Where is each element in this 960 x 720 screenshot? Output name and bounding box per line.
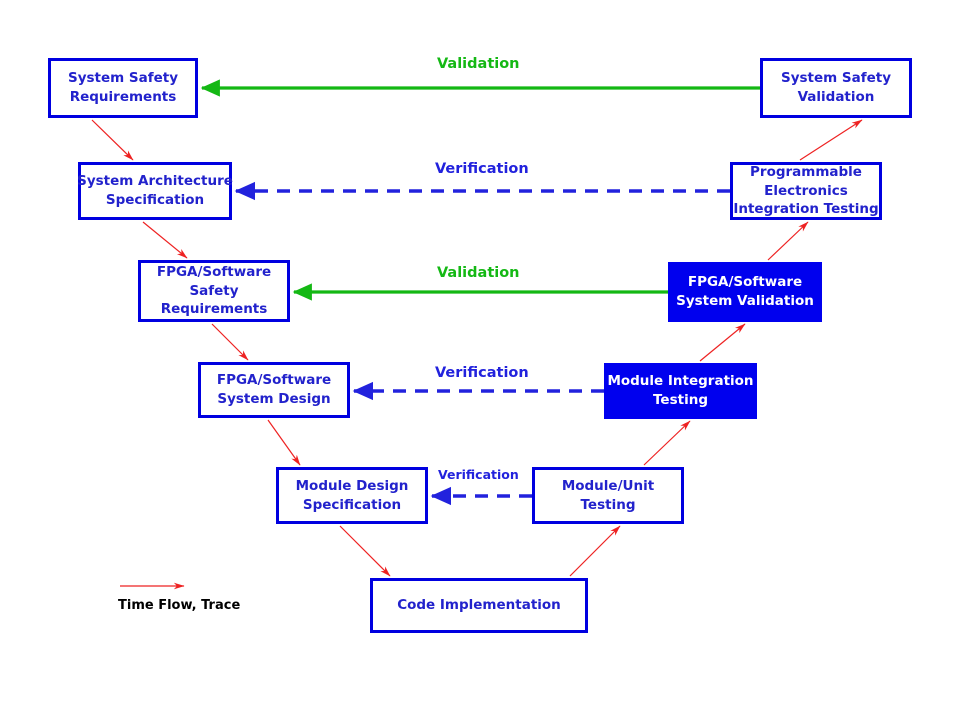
trace-ssr-to-sas [91,119,134,161]
validation-connectors [200,79,760,301]
trace-mit-to-fsv [699,323,746,362]
node-label-line: Code Implementation [397,597,561,614]
node-label-line: Validation [797,89,875,105]
trace-mut-to-mit [643,420,691,466]
trace-connectors [91,119,863,577]
edge-label-validation-top: Validation [437,56,520,72]
node-label-line: Programmable [750,164,862,181]
edge-label-verification-middle: Verification [435,365,529,381]
node-label-line: FPGA/Software [687,274,803,291]
node-label-line: System Design [217,391,331,407]
edge-label-verification-lower: Verification [438,467,519,482]
node-label-line: Testing [580,496,636,513]
node-label-line: FPGA/Software [156,264,272,281]
node-label-line: FPGA/Software [216,372,332,389]
edge-label-verification-upper: Verification [435,161,529,177]
trace-code-to-mut [569,525,621,577]
edge-label-validation-middle: Validation [437,265,520,281]
trace-sas-to-fsr [142,221,188,259]
node-label-line: Module Design [295,477,409,494]
node-label-line: Requirements [69,89,177,105]
trace-fsv-to-peit [767,221,809,261]
trace-fsr-to-fsd [211,323,249,361]
node-label-line: Requirements [160,301,268,318]
trace-peit-to-ssv [799,119,863,161]
node-code-implementation[interactable]: Code Implementation [370,578,588,633]
node-label-line: System Safety [67,70,179,87]
node-label-line: Specification [105,192,205,208]
node-label-line: System Validation [676,293,814,309]
verification-connectors [234,181,730,506]
trace-mds-to-code [339,525,391,577]
node-label-line: System Architecture [77,173,233,190]
node-label-line: Specification [302,496,402,513]
node-label-line: Integration Testing [733,201,879,218]
node-label-line: Module Integration [607,373,754,390]
node-label-line: Testing [653,392,708,408]
node-label-line: Module/Unit [561,477,655,494]
node-label-line: Safety [189,282,239,299]
node-label-line: System Safety [780,70,892,87]
trace-fsd-to-mds [267,419,301,466]
node-label-line: Electronics [764,182,848,199]
legend-label: Time Flow, Trace [118,598,241,613]
